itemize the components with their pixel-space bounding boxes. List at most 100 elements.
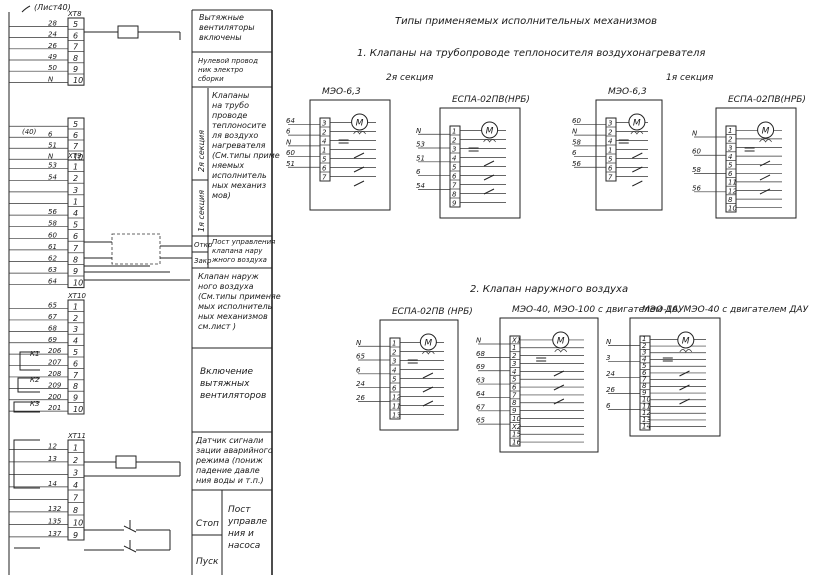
pin-number: 10 <box>728 205 737 213</box>
pin-number: 4 <box>642 355 646 363</box>
input-label: 6 <box>416 168 421 176</box>
terminal-number: 5 <box>73 348 78 357</box>
wire-label: 6 <box>48 130 53 138</box>
wire-label: 13 <box>48 455 57 463</box>
pin-number: 3 <box>322 120 326 128</box>
terminal-block-name: ХТ9 <box>67 152 82 160</box>
pin-number: 6 <box>452 173 457 181</box>
wire-label: 132 <box>48 505 62 513</box>
wire-label: 67 <box>48 313 57 321</box>
input-label: 51 <box>286 160 295 168</box>
wire-marker-k2: К2 <box>30 376 40 384</box>
terminal-number: 9 <box>73 65 78 74</box>
input-label: 24 <box>606 370 615 378</box>
pin-number: 1 <box>608 147 612 155</box>
wire-marker-k1: К1 <box>30 350 39 358</box>
wire-label: N <box>48 152 54 160</box>
pin-number: 3 <box>608 120 612 128</box>
terminal-number: 6 <box>73 232 78 241</box>
wire-label: 14 <box>48 480 57 488</box>
limit-switch <box>422 400 434 407</box>
sheet-reference: (Лист40) <box>34 3 71 12</box>
desc-stop: Стоп <box>196 519 219 529</box>
terminal-number: 6 <box>73 359 78 368</box>
limit-switch <box>483 160 495 167</box>
coil-symbol <box>422 351 435 355</box>
pin-number: 7 <box>452 182 457 190</box>
coil-symbol <box>679 349 693 353</box>
input-label: 51 <box>416 154 425 162</box>
input-label: 53 <box>416 141 425 149</box>
pin-number: 3 <box>392 358 396 366</box>
pin-number: 4 <box>392 367 396 375</box>
pin-number: 9 <box>452 200 457 208</box>
terminal-number: 10 <box>73 519 83 528</box>
input-label: 65 <box>356 353 365 361</box>
pin-number: 4 <box>608 138 612 146</box>
limit-switch <box>679 370 690 377</box>
terminal-number: 10 <box>73 76 83 85</box>
input-label: 6 <box>606 402 611 410</box>
pin-number: 6 <box>392 385 397 393</box>
mechanism-m7: МЭО-16, МЭО-40 с двигателем ДАУ123456789… <box>606 305 809 437</box>
pin-number: 6 <box>642 369 647 377</box>
limit-switch <box>353 166 365 173</box>
wire-label: 24 <box>48 31 57 39</box>
limit-switch <box>632 152 643 159</box>
terminal-number: 7 <box>73 494 79 503</box>
input-label: 68 <box>476 350 485 358</box>
terminal-number: 10 <box>73 405 83 414</box>
input-label: 54 <box>416 182 425 190</box>
mechanism-label: МЭО-40, МЭО-100 с двигателем ДАУ <box>512 305 684 315</box>
section1-sub-left: 2я секция <box>386 73 434 83</box>
terminal-number: 6 <box>73 31 78 40</box>
motor-letter: М <box>356 119 364 129</box>
section1-sub-right: 1я секция <box>666 73 714 83</box>
terminal-number: 10 <box>73 153 83 162</box>
pin-number: 10 <box>512 415 521 423</box>
input-label: 64 <box>476 390 485 398</box>
terminal-number: 3 <box>73 186 78 195</box>
motor-letter: М <box>486 127 494 137</box>
pin-number: Х1 <box>511 336 521 344</box>
wire-label: 56 <box>48 208 57 216</box>
wire-label: 49 <box>48 53 57 61</box>
pin-number: 5 <box>322 156 327 164</box>
pin-number: 6 <box>728 170 733 178</box>
pin-number: 2 <box>392 349 397 357</box>
terminal-number: 8 <box>73 54 78 63</box>
pin-number: 5 <box>608 156 613 164</box>
wire-label: 208 <box>48 370 62 378</box>
pin-number: 7 <box>322 174 327 182</box>
pin-number: 4 <box>512 368 516 376</box>
pin-number: 3 <box>452 146 456 154</box>
terminal-number: 8 <box>73 506 78 515</box>
terminal-number: 7 <box>73 371 79 380</box>
pin-number: 3 <box>512 360 516 368</box>
coil-symbol <box>353 131 366 135</box>
terminal-number: 4 <box>73 481 78 490</box>
wire-label: 69 <box>48 336 57 344</box>
terminal-number: 8 <box>73 382 78 391</box>
pin-number: 9 <box>642 389 647 397</box>
motor-letter: М <box>633 119 641 129</box>
pin-number: 2 <box>728 136 733 144</box>
wire-label: 206 <box>48 347 62 355</box>
wire-label: 28 <box>48 19 57 27</box>
desc-close: Закр <box>194 257 212 265</box>
input-label: 3 <box>606 354 610 362</box>
input-label: N <box>692 129 698 137</box>
terminal-number: 10 <box>73 279 83 288</box>
pin-number: Х2 <box>511 423 522 431</box>
pin-number: 6 <box>512 384 517 392</box>
pin-number: 2 <box>608 129 613 137</box>
input-label: 24 <box>356 380 365 388</box>
